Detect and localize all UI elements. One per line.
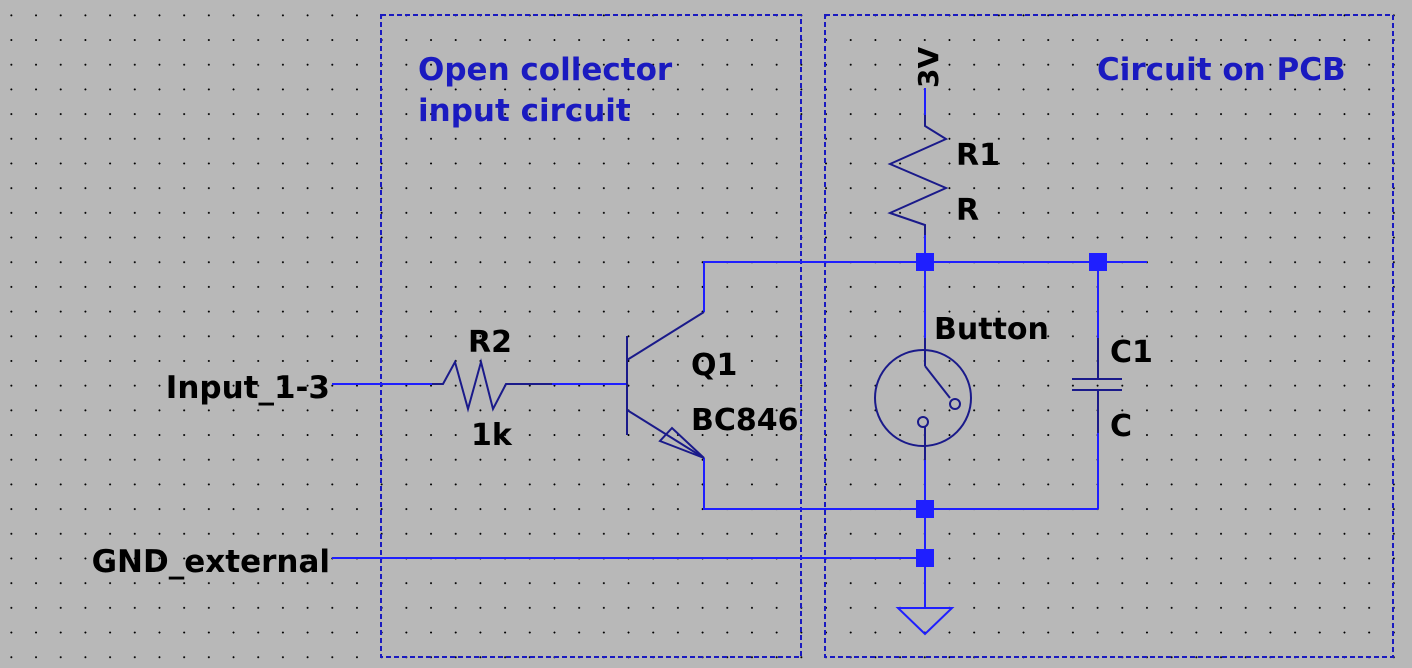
c1-value-label: C [1110,409,1132,444]
open-collector-title-line2: input circuit [418,93,631,129]
r2-ref-label: R2 [468,325,512,360]
net-label-gnd-external[interactable]: GND_external [92,544,330,580]
c1-capacitor-symbol[interactable] [1072,338,1122,433]
open-collector-box [380,14,802,658]
pcb-box-title: Circuit on PCB [1097,52,1346,88]
r2-resistor-symbol[interactable] [432,358,552,413]
junction-emitter-net [916,500,934,518]
q1-transistor-symbol[interactable] [626,311,705,459]
q1-value-label: BC846 [691,403,799,438]
r1-value-label: R [956,193,979,228]
r1-ref-label: R1 [956,138,1000,173]
ground-symbol[interactable] [895,607,955,636]
r2-value-label: 1k [471,418,513,453]
wire-collector-net[interactable] [703,261,1147,312]
net-label-input[interactable]: Input_1-3 [166,370,330,406]
wire-emitter-net[interactable] [703,458,1098,510]
q1-ref-label: Q1 [691,348,737,383]
button-symbol[interactable] [874,338,972,460]
junction-r1-collector [916,253,934,271]
junction-gnd-external [916,549,934,567]
junction-c1-top [1089,253,1107,271]
net-label-3v[interactable]: 3V [912,47,945,88]
open-collector-title-line1: Open collector [418,52,673,88]
button-ref-label: Button [934,312,1049,347]
pcb-box [824,14,1394,658]
r1-resistor-symbol[interactable] [887,115,949,235]
c1-ref-label: C1 [1110,335,1153,370]
